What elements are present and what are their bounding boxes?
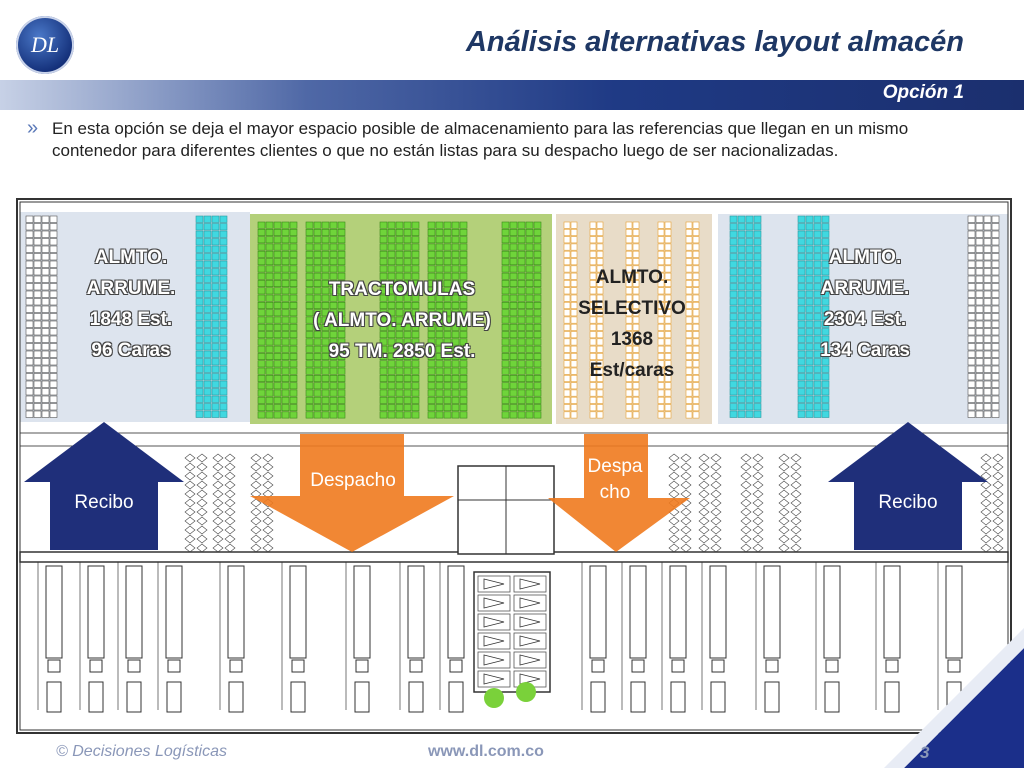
dock-bay-13 bbox=[755, 562, 781, 713]
zone-right-line3: 2304 Est. bbox=[823, 309, 907, 330]
zone-right-line1: ALMTO. bbox=[828, 247, 902, 268]
zone-selectivo-line4: Est/caras bbox=[589, 360, 675, 381]
plant-icon bbox=[516, 682, 536, 702]
zone-tracto-line1: TRACTOMULAS bbox=[328, 279, 476, 300]
rack-tracto-1 bbox=[257, 221, 298, 419]
recibo-left-arrow bbox=[24, 422, 184, 550]
zone-selectivo-label: ALMTO. SELECTIVO 1368 Est/caras bbox=[564, 262, 700, 386]
parking-slot bbox=[513, 594, 547, 612]
bullet-icon: » bbox=[27, 117, 39, 139]
despa-line2: cho bbox=[599, 482, 631, 503]
plan-outline bbox=[19, 201, 1009, 731]
rack-right-grey bbox=[967, 215, 1000, 418]
rack-selectivo-0 bbox=[563, 221, 578, 419]
zone-left-line3: 1848 Est. bbox=[89, 309, 173, 330]
slide-title: Análisis alternativas layout almacén bbox=[465, 26, 964, 58]
zone-left-label: ALMTO. ARRUME. 1848 Est. 96 Caras bbox=[58, 242, 204, 366]
rack-right-cyan-1 bbox=[729, 215, 762, 418]
logo-text: DL bbox=[30, 32, 60, 57]
dock-bay-14 bbox=[815, 562, 841, 713]
floor-plan-drawing bbox=[19, 201, 1009, 731]
zone-right-label: ALMTO. ARRUME. 2304 Est. 134 Caras bbox=[792, 242, 938, 366]
rack-left-grey-1 bbox=[25, 215, 58, 418]
zone-left-line4: 96 Caras bbox=[91, 340, 171, 361]
description-text: En esta opción se deja el mayor espacio … bbox=[52, 119, 909, 160]
dock-bay-1 bbox=[79, 562, 105, 713]
dock-bay-11 bbox=[661, 562, 687, 713]
zone-tracto-label: TRACTOMULAS ( ALMTO. ARRUME) 95 TM. 2850… bbox=[282, 274, 522, 367]
dock-bay-5 bbox=[281, 562, 307, 713]
dock-bay-10 bbox=[621, 562, 647, 713]
parking-slot bbox=[513, 632, 547, 650]
recibo-left-label: Recibo bbox=[74, 492, 134, 513]
warehouse-floor-plan: ALMTO. ARRUME. 1848 Est. 96 Caras TRACTO… bbox=[16, 198, 1012, 734]
despacho-label: Despacho bbox=[310, 470, 396, 491]
company-logo: DL bbox=[16, 16, 74, 74]
despa-line1: Despa bbox=[587, 456, 643, 477]
floor-storage-7 bbox=[980, 453, 1004, 553]
zone-right-arrume-bg bbox=[718, 214, 1008, 424]
floor-storage-6 bbox=[778, 453, 802, 553]
despacho-arrow bbox=[250, 434, 454, 552]
zone-selectivo-line3: 1368 bbox=[610, 329, 654, 350]
dock-bay-12 bbox=[701, 562, 727, 713]
parking-slot bbox=[477, 575, 511, 593]
parking-slot bbox=[513, 613, 547, 631]
zone-left-arrume-bg bbox=[20, 212, 250, 422]
dock-bay-2 bbox=[117, 562, 143, 713]
corner-decoration bbox=[884, 628, 1024, 768]
header-banner bbox=[0, 80, 1024, 110]
rack-tracto-4 bbox=[427, 221, 468, 419]
page-number: 3 bbox=[920, 743, 930, 762]
zone-tracto-line3: 95 TM. 2850 Est. bbox=[328, 341, 476, 362]
rack-selectivo-4 bbox=[685, 221, 700, 419]
parking-slot bbox=[477, 613, 511, 631]
zone-right-line2: ARRUME. bbox=[820, 278, 910, 299]
zone-left-line2: ARRUME. bbox=[86, 278, 176, 299]
option-label: Opción 1 bbox=[882, 82, 964, 103]
rack-tracto-2 bbox=[305, 221, 346, 419]
floor-storage-5 bbox=[740, 453, 764, 553]
parking-slot bbox=[477, 594, 511, 612]
zone-right-line4: 134 Caras bbox=[820, 340, 910, 361]
despa-cho-label: Despa cho bbox=[580, 454, 650, 506]
zone-selectivo-line2: SELECTIVO bbox=[578, 298, 686, 319]
zone-tracto-line2: ( ALMTO. ARRUME) bbox=[313, 310, 491, 331]
floor-storage-4 bbox=[698, 453, 722, 553]
rack-selectivo-1 bbox=[589, 221, 604, 419]
dock-bay-15 bbox=[875, 562, 901, 713]
recibo-right-arrow bbox=[828, 422, 988, 550]
footer-website[interactable]: www.dl.com.co bbox=[428, 743, 544, 760]
footer-copyright: © Decisiones Logísticas bbox=[56, 743, 227, 760]
parking-slot bbox=[513, 651, 547, 669]
parking-slot bbox=[513, 575, 547, 593]
dock-bay-6 bbox=[345, 562, 371, 713]
floor-storage-0 bbox=[184, 453, 208, 553]
dock-bay-4 bbox=[219, 562, 245, 713]
plant-icon bbox=[484, 688, 504, 708]
parking-slot bbox=[477, 651, 511, 669]
rack-tracto-3 bbox=[379, 221, 420, 419]
rack-left-cyan bbox=[195, 215, 228, 418]
floor-storage-1 bbox=[212, 453, 236, 553]
zone-selectivo-line1: ALMTO. bbox=[595, 267, 669, 288]
parking-slot bbox=[477, 670, 511, 688]
dock-bay-9 bbox=[581, 562, 607, 713]
dock-bay-7 bbox=[399, 562, 425, 713]
dock-bay-8 bbox=[439, 562, 465, 713]
despa-cho-arrow bbox=[548, 434, 690, 552]
rack-selectivo-2 bbox=[625, 221, 640, 419]
parking-slot bbox=[477, 632, 511, 650]
recibo-right-label: Recibo bbox=[878, 492, 938, 513]
rack-selectivo-3 bbox=[657, 221, 672, 419]
dock-bay-3 bbox=[157, 562, 183, 713]
dock-bay-0 bbox=[37, 562, 63, 713]
rack-right-cyan-2 bbox=[797, 215, 830, 418]
rack-tracto-5 bbox=[501, 221, 542, 419]
zone-left-line1: ALMTO. bbox=[94, 247, 168, 268]
